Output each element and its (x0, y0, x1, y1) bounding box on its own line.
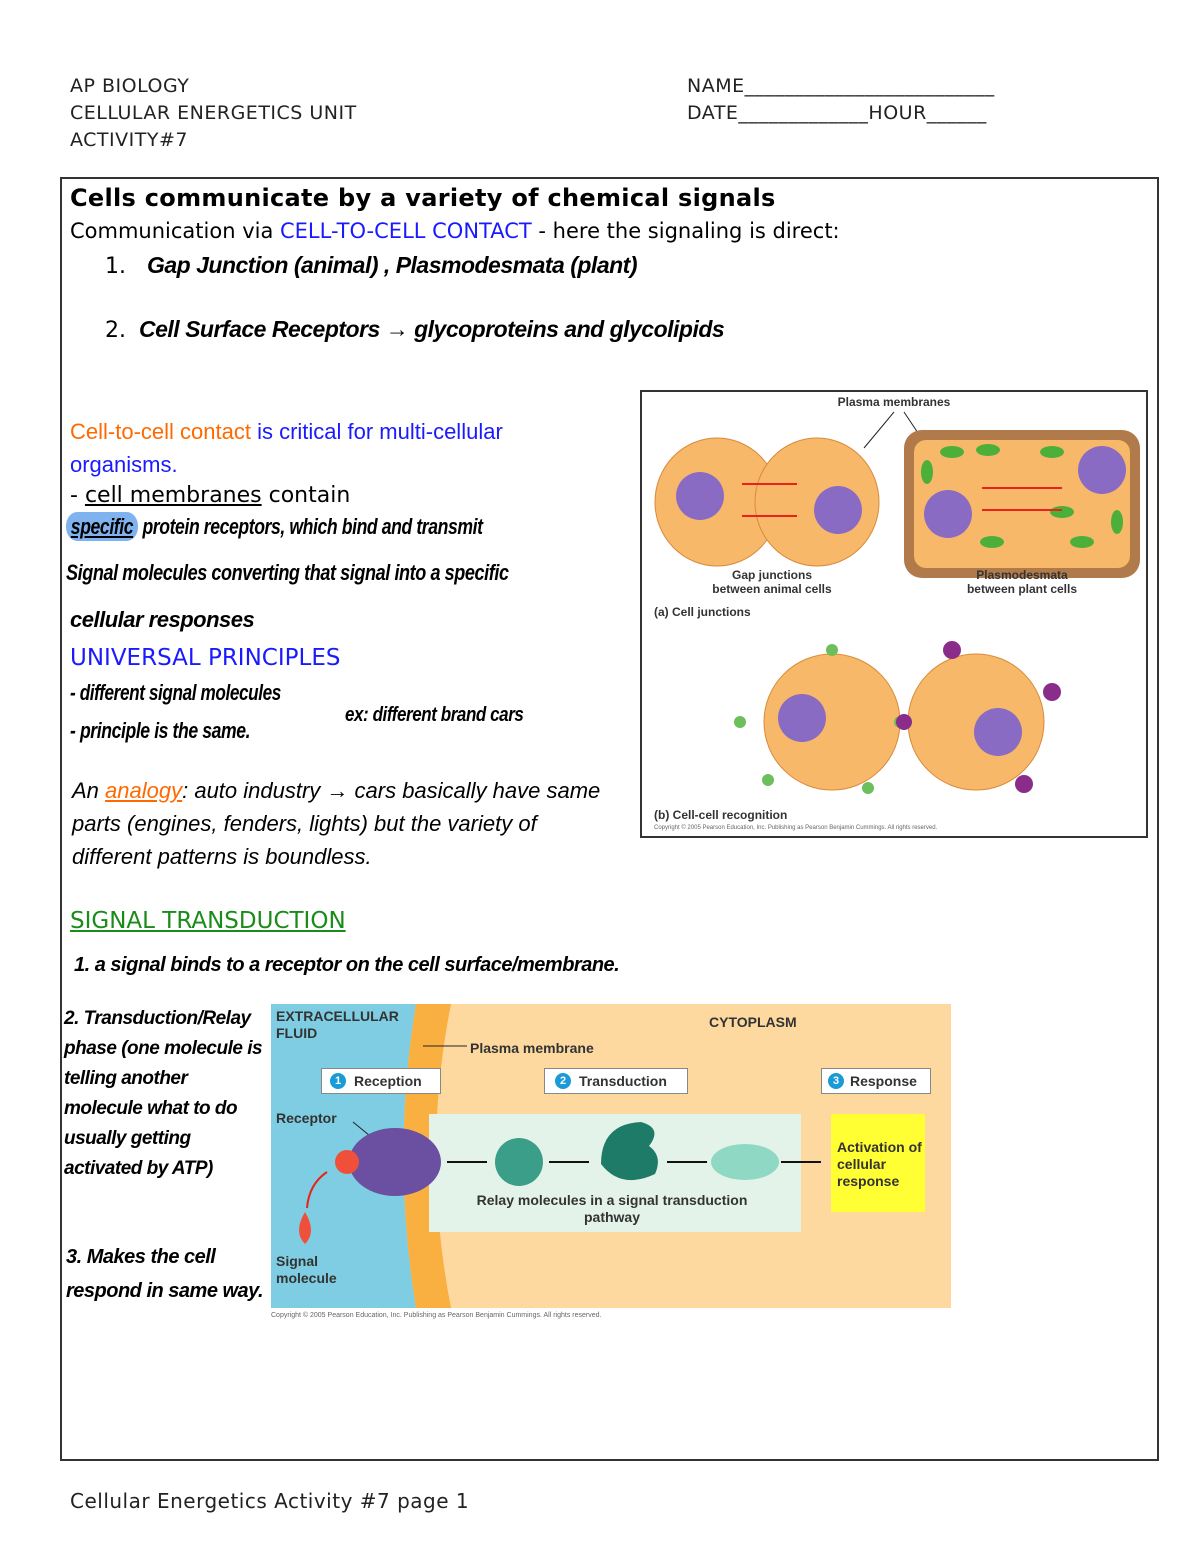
plasmodesmata-sub: between plant cells (966, 582, 1078, 596)
extracellular-label: EXTRACELLULAR FLUID (276, 1008, 399, 1041)
handwritten-line-4-wrap: - different signal molecules (70, 680, 340, 706)
relay-label: Relay molecules in a signal transduction… (476, 1192, 748, 1225)
response-box (831, 1114, 925, 1212)
comm-prefix: Communication via (70, 219, 280, 243)
contain-text: contain (261, 483, 351, 508)
animal-cell (907, 653, 1045, 791)
critical-blue: is critical for multi-cellular organisms… (70, 419, 503, 477)
analogy-paragraph: An analogy: auto industry → cars basical… (72, 774, 617, 873)
nucleus (676, 472, 724, 520)
plant-cells (914, 440, 1130, 568)
handwritten-example: ex: different brand cars (345, 704, 524, 726)
cell-junctions-illustration (654, 411, 1140, 794)
analogy-pre: An (72, 778, 106, 803)
caption-b: (b) Cell-cell recognition (654, 808, 788, 822)
binding-arrow (306, 1171, 328, 1209)
analogy-word: analogy (105, 778, 183, 803)
step-1-note: 1. a signal binds to a receptor on the c… (74, 954, 620, 976)
step-2-note: 2. Transduction/Relay phase (one molecul… (64, 1008, 263, 1179)
relay-molecule (711, 1144, 779, 1180)
activation-label: Activation of cellular response (837, 1139, 922, 1189)
universal-principles-heading: UNIVERSAL PRINCIPLES (70, 645, 341, 671)
chloroplasts (921, 444, 1123, 548)
step-3-note: 3. Makes the cell respond in same way. (66, 1246, 264, 1302)
relay-molecule (601, 1122, 658, 1181)
section-title: Cells communicate by a variety of chemic… (70, 184, 776, 212)
name-field: NAME_________________________ (687, 75, 995, 97)
highlighted-specific: specific (66, 512, 138, 541)
step-reception: 1 Reception (321, 1068, 441, 1094)
step-badge: 2 (555, 1073, 571, 1089)
plasmodesmata-title: Plasmodesmata (976, 568, 1068, 582)
list-item-2: 2. Cell Surface Receptors → glycoprotein… (105, 316, 725, 343)
signal-transduction-heading: SIGNAL TRANSDUCTION (70, 908, 346, 934)
nucleus (778, 694, 826, 742)
date-hour-field: DATE_____________HOUR______ (687, 102, 987, 124)
step-badge: 1 (330, 1073, 346, 1089)
analogy-text: : auto industry → cars basically have sa… (72, 778, 601, 869)
plasma-membranes-label: Plasma membranes (837, 395, 951, 409)
receptor-label: Receptor (276, 1110, 337, 1126)
plasma-membrane-label: Plasma membrane (470, 1040, 594, 1056)
figure2-copyright: Copyright © 2005 Pearson Education, Inc.… (271, 1312, 602, 1319)
handwritten-line-1: specific protein receptors, which bind a… (66, 512, 587, 541)
handwritten-line-4: - different signal molecules (70, 680, 281, 705)
caption-a: (a) Cell junctions (654, 605, 751, 619)
step-label: Response (850, 1073, 917, 1089)
membranes-line: - cell membranes contain (70, 483, 350, 508)
handwritten-line-2: Signal molecules converting that signal … (66, 560, 509, 585)
step-transduction: 2 Transduction (544, 1068, 688, 1094)
critical-orange: Cell-to-cell contact (70, 419, 251, 444)
item-number: 2. (105, 318, 126, 343)
signal-bound (335, 1150, 359, 1174)
relay-molecule (495, 1138, 543, 1186)
copyright: Copyright © 2005 Pearson Education, Inc.… (654, 825, 938, 831)
step-response: 3 Response (821, 1068, 931, 1094)
nucleus (814, 486, 862, 534)
pointer-line (863, 411, 895, 449)
handwritten-note: Gap Junction (animal) , Plasmodesmata (p… (147, 252, 637, 278)
handwritten-line-2-wrap: Signal molecules converting that signal … (66, 560, 606, 586)
header-right: NAME_________________________ DATE______… (687, 73, 995, 127)
unit-title: CELLULAR ENERGETICS UNIT (70, 102, 357, 124)
dash: - (70, 483, 85, 508)
nucleus (1078, 446, 1126, 494)
content-box (60, 177, 1159, 1461)
activity-title: ACTIVITY#7 (70, 129, 188, 151)
handwritten-example-wrap: ex: different brand cars (345, 704, 555, 727)
critical-statement: Cell-to-cell contact is critical for mul… (70, 415, 615, 481)
signal-molecule-label: Signal molecule (276, 1253, 337, 1286)
item-number: 1. (105, 254, 126, 279)
handwritten-text: protein receptors, which bind and transm… (142, 514, 483, 539)
page-footer: Cellular Energetics Activity #7 page 1 (70, 1489, 470, 1513)
signal-transduction-figure: EXTRACELLULAR FLUID CYTOPLASM Plasma mem… (271, 1004, 951, 1308)
surface-receptors (896, 641, 1061, 793)
signal-molecule (299, 1212, 311, 1244)
course-title: AP BIOLOGY (70, 75, 190, 97)
cell-membranes-underlined: cell membranes (84, 483, 262, 508)
gap-junctions-title: Gap junctions (731, 568, 812, 582)
cytoplasm-label: CYTOPLASM (709, 1014, 797, 1030)
handwritten-line-3: cellular responses (70, 607, 255, 632)
handwritten-line-5: - principle is the same. (70, 718, 251, 743)
handwritten-line-5-wrap: - principle is the same. (70, 718, 295, 744)
handwritten-note: Cell Surface Receptors → glycoproteins a… (139, 316, 725, 342)
nucleus (974, 708, 1022, 756)
comm-highlight: CELL-TO-CELL CONTACT (280, 219, 532, 243)
receptor (349, 1128, 441, 1196)
step-label: Reception (354, 1073, 422, 1089)
comm-suffix: - here the signaling is direct: (531, 219, 840, 243)
list-item-1: 1. Gap Junction (animal) , Plasmodesmata… (105, 252, 637, 279)
gap-junctions-sub: between animal cells (712, 582, 832, 596)
step-label: Transduction (579, 1073, 667, 1089)
communication-line: Communication via CELL-TO-CELL CONTACT -… (70, 219, 840, 243)
step-badge: 3 (828, 1073, 844, 1089)
header-left: AP BIOLOGY CELLULAR ENERGETICS UNIT ACTI… (70, 73, 357, 154)
nucleus (924, 490, 972, 538)
